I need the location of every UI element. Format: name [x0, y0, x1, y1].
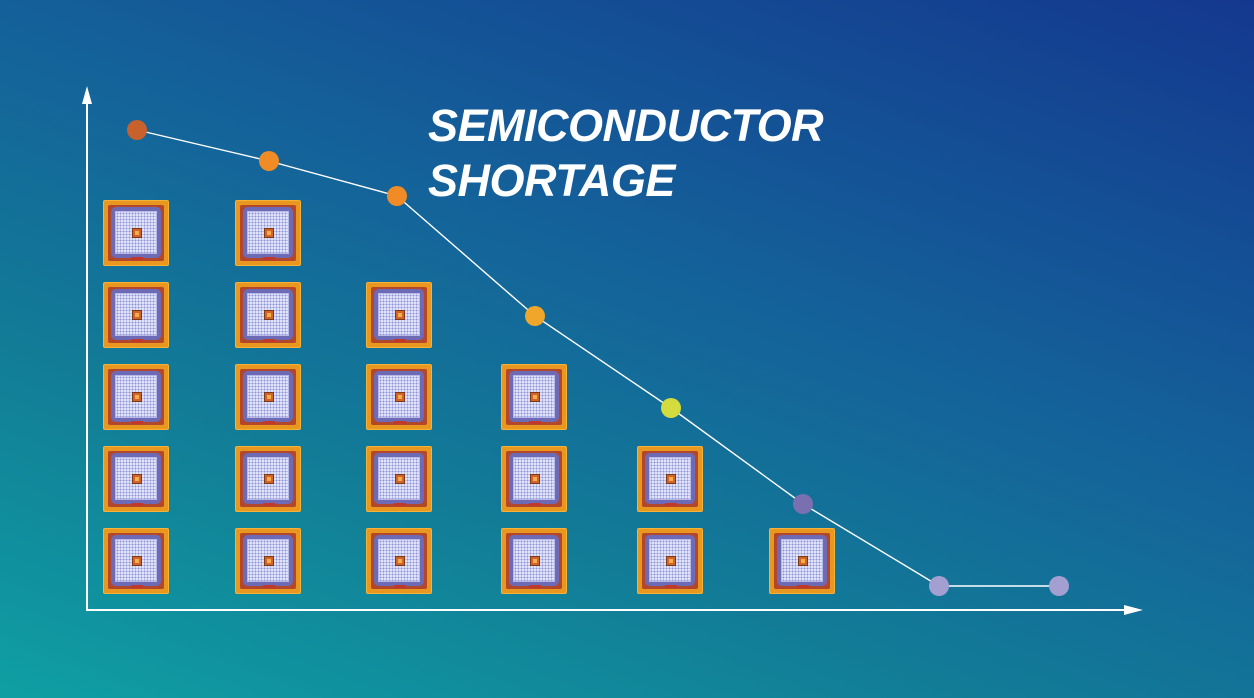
- semiconductor-chip-icon: [103, 364, 169, 430]
- trend-line: [136, 129, 1059, 587]
- semiconductor-chip-icon: [637, 446, 703, 512]
- trend-point: [661, 398, 681, 418]
- trend-point: [259, 151, 279, 171]
- semiconductor-chip-icon: [235, 446, 301, 512]
- trend-point: [127, 120, 147, 140]
- semiconductor-chip-icon: [366, 364, 432, 430]
- page-title: SEMICONDUCTOR SHORTAGE: [428, 98, 824, 208]
- trend-point: [525, 306, 545, 326]
- semiconductor-chip-icon: [103, 446, 169, 512]
- title-line-2: SHORTAGE: [428, 155, 675, 206]
- title-line-1: SEMICONDUCTOR: [428, 100, 824, 151]
- trend-point: [929, 576, 949, 596]
- semiconductor-chip-icon: [501, 446, 567, 512]
- semiconductor-chip-icon: [103, 282, 169, 348]
- semiconductor-chip-icon: [501, 528, 567, 594]
- trend-point: [387, 186, 407, 206]
- axes: [82, 86, 1143, 615]
- semiconductor-chip-icon: [235, 364, 301, 430]
- semiconductor-chip-icon: [235, 282, 301, 348]
- semiconductor-chip-icon: [366, 446, 432, 512]
- semiconductor-chip-icon: [366, 528, 432, 594]
- semiconductor-chip-icon: [103, 200, 169, 266]
- semiconductor-chip-icon: [235, 200, 301, 266]
- semiconductor-chip-icon: [103, 528, 169, 594]
- semiconductor-chip-icon: [637, 528, 703, 594]
- semiconductor-chip-icon: [769, 528, 835, 594]
- semiconductor-chip-icon: [501, 364, 567, 430]
- trend-point: [1049, 576, 1069, 596]
- trend-points: [127, 120, 1069, 596]
- y-axis-arrow: [82, 86, 92, 104]
- trend-point: [793, 494, 813, 514]
- x-axis-arrow: [1124, 605, 1143, 615]
- semiconductor-chip-icon: [366, 282, 432, 348]
- semiconductor-chip-icon: [235, 528, 301, 594]
